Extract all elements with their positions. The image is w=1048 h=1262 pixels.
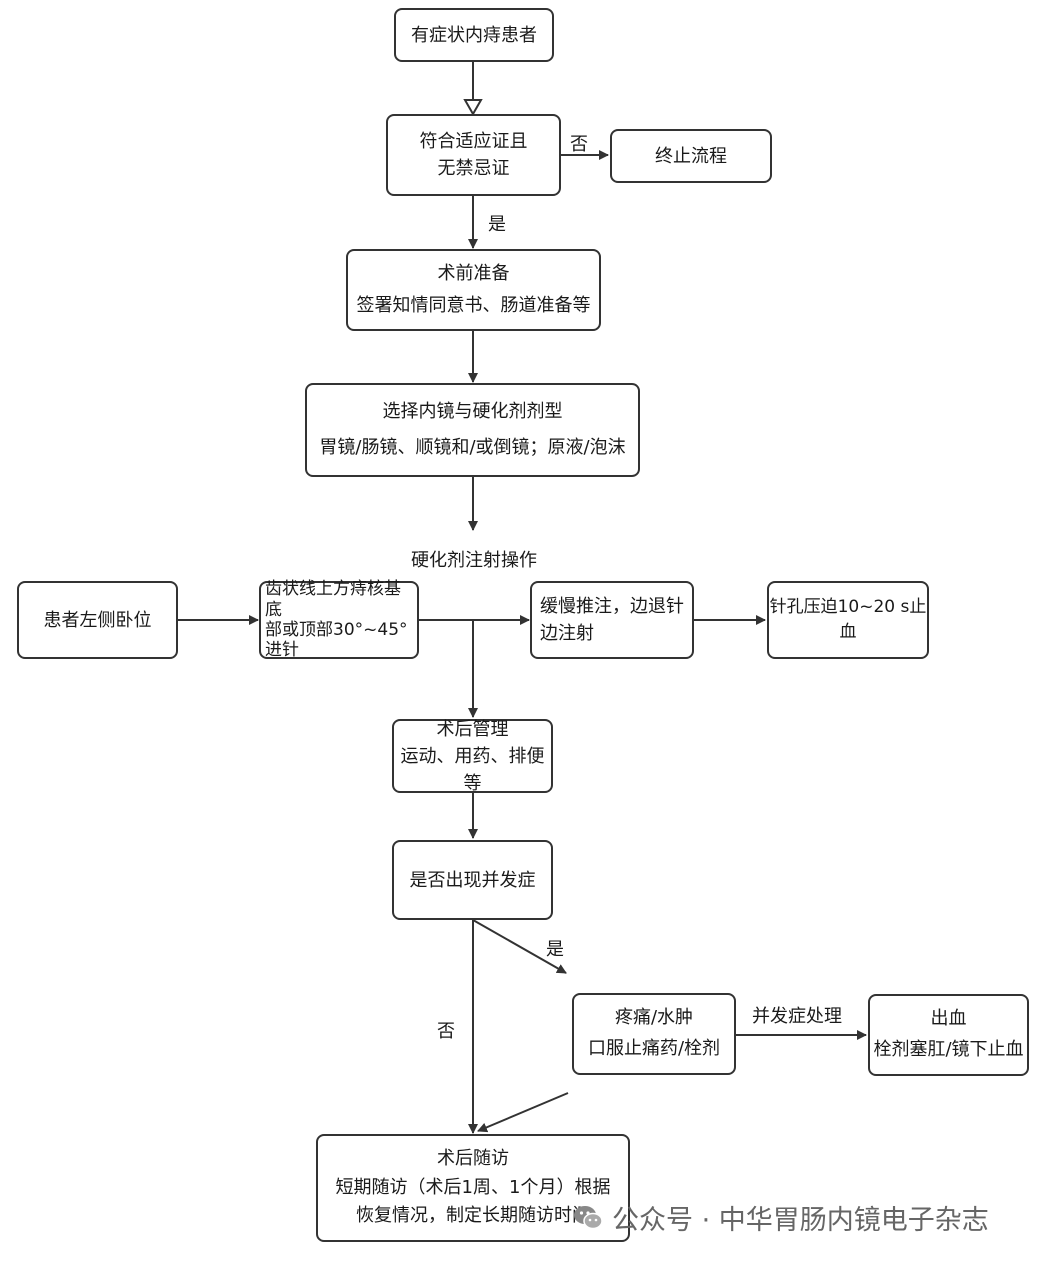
terminate-label: 终止流程 [655,145,727,167]
complication-treatment-label: 并发症处理 [752,1006,842,1027]
injection-op-label: 硬化剂注射操作 [411,550,537,571]
no-label-2: 否 [437,1021,455,1042]
pain-title: 疼痛/水肿 [614,1007,694,1029]
postop-title: 术后管理 [436,718,509,740]
complication-decision: 是否出现并发症 [392,840,553,920]
needle-node: 齿状线上方痔核基底 部或顶部30°~45° 进针 [259,579,419,661]
needle-line-3: 进针 [265,640,299,661]
complication-label: 是否出现并发症 [409,869,536,891]
position-label: 患者左侧卧位 [43,609,152,631]
postop-node: 术后管理 运动、用药、排便等 [392,718,553,794]
select-detail: 胃镜/肠镜、顺镜和/或倒镜；原液/泡沫 [319,437,626,458]
wechat-icon [574,1205,603,1229]
position-node: 患者左侧卧位 [17,581,178,659]
inject-node: 缓慢推注，边退针 边注射 [530,581,694,659]
compress-node: 针孔压迫10~20 s止血 [767,581,929,659]
pain-node: 疼痛/水肿 口服止痛药/栓剂 [572,993,736,1075]
watermark-text: 公众号 · 中华胃肠内镜电子杂志 [612,1205,989,1236]
inject-line-2: 边注射 [540,623,594,644]
watermark: 公众号 · 中华胃肠内镜电子杂志 [572,1198,989,1237]
inject-line-1: 缓慢推注，边退针 [540,596,684,617]
yes-label-2: 是 [546,939,564,960]
needle-line-1: 齿状线上方痔核基底 [265,579,401,620]
preop-title: 术前准备 [437,262,510,284]
compress-label: 针孔压迫10~20 s止血 [769,596,927,643]
preop-node: 术前准备 签署知情同意书、肠道准备等 [346,249,601,331]
pain-detail: 口服止痛药/栓剂 [587,1038,721,1059]
followup-node: 术后随访 短期随访（术后1周、1个月）根据 恢复情况，制定长期随访时间 [316,1134,630,1242]
bleeding-detail: 栓剂塞肛/镜下止血 [873,1039,1024,1060]
followup-line-1: 短期随访（术后1周、1个月）根据 [335,1176,611,1198]
select-node: 选择内镜与硬化剂剂型 胃镜/肠镜、顺镜和/或倒镜；原液/泡沫 [305,383,640,477]
followup-line-2: 恢复情况，制定长期随访时间 [356,1205,590,1227]
followup-title: 术后随访 [437,1147,509,1169]
terminate-node: 终止流程 [610,129,772,183]
postop-detail: 运动、用药、排便等 [400,745,545,794]
indication-line-2: 无禁忌证 [437,158,510,179]
yes-label-1: 是 [488,214,506,235]
needle-line-2: 部或顶部30°~45° [265,620,408,640]
indication-decision: 符合适应证且 无禁忌证 [386,114,561,196]
start-label: 有症状内痔患者 [411,24,537,46]
select-title: 选择内镜与硬化剂剂型 [382,401,563,422]
no-label-1: 否 [570,134,588,155]
start-node: 有症状内痔患者 [394,8,554,62]
preop-detail: 签署知情同意书、肠道准备等 [356,295,591,316]
indication-line-1: 符合适应证且 [419,131,528,152]
bleeding-node: 出血 栓剂塞肛/镜下止血 [868,994,1029,1076]
bleeding-title: 出血 [930,1008,967,1030]
